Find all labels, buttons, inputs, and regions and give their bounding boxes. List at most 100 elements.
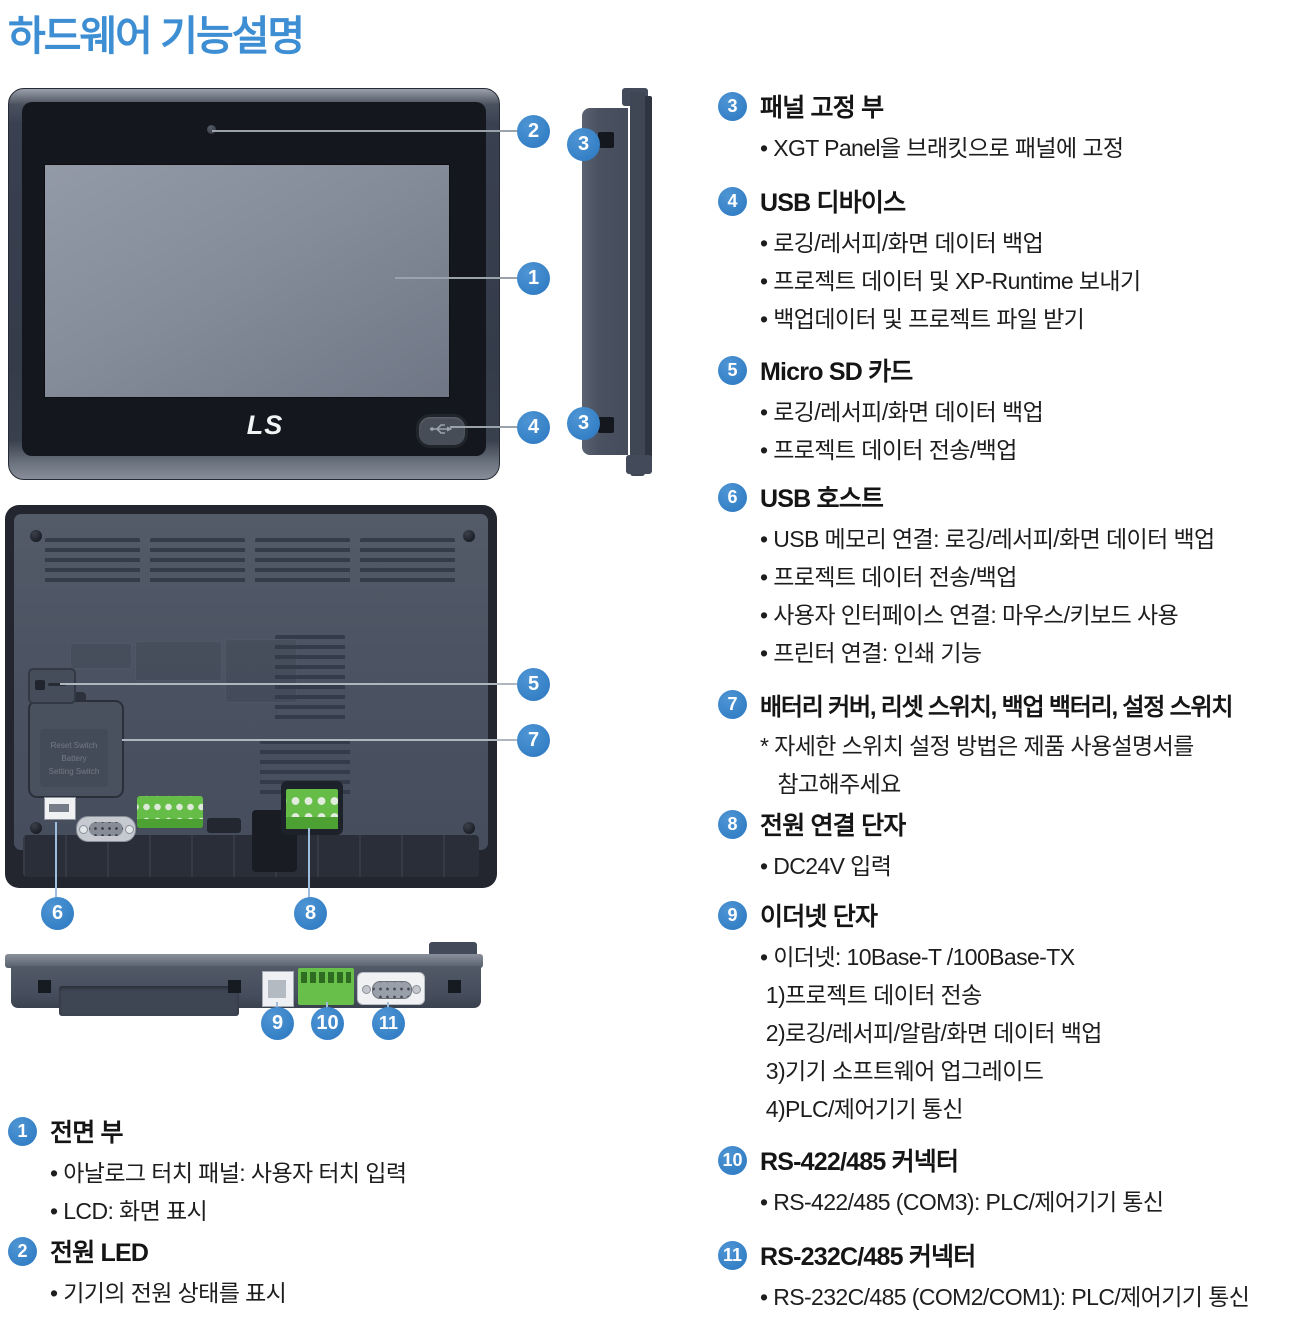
section-number-badge: 10 xyxy=(718,1145,747,1175)
section-item: • 프로젝트 데이터 및 XP-Runtime 보내기 xyxy=(760,268,1141,294)
section-item: 3)기기 소프트웨어 업그레이드 xyxy=(760,1058,1044,1084)
battery-cover-text: Battery xyxy=(61,753,87,763)
rs232c-db9-connector-bottom xyxy=(357,972,425,1005)
section-title: 전원 LED xyxy=(50,1239,149,1267)
section-item: • DC24V 입력 xyxy=(760,853,892,879)
leader-line-9 xyxy=(276,1002,278,1009)
section-item: • LCD: 화면 표시 xyxy=(50,1198,208,1224)
section-title: RS-232C/485 커넥터 xyxy=(760,1243,976,1271)
section-item: 1)프로젝트 데이터 전송 xyxy=(760,982,982,1008)
section-item: • 프린터 연결: 인쇄 기능 xyxy=(760,640,982,666)
section-item: * 자세한 스위치 설정 방법은 제품 사용설명서를 xyxy=(760,733,1194,759)
section-item: • 이더넷: 10Base-T /100Base-TX xyxy=(760,944,1075,970)
side-front-edge xyxy=(645,96,652,470)
section-number-badge: 3 xyxy=(718,91,747,121)
section-item: 참고해주세요 xyxy=(760,771,901,797)
section-usb-device: 4 USB 디바이스 • 로깅/레서피/화면 데이터 백업 • 프로젝트 데이터… xyxy=(718,183,1300,338)
callout-9: 9 xyxy=(261,1007,294,1040)
callout-4: 4 xyxy=(517,411,550,444)
section-number-badge: 6 xyxy=(718,482,747,512)
db9-screw xyxy=(362,985,371,994)
section-battery-cover: 7 배터리 커버, 리셋 스위치, 백업 백터리, 설정 스위치 * 자세한 스… xyxy=(718,687,1300,803)
side-bottom-tab xyxy=(626,455,652,474)
callout-3-top: 3 xyxy=(567,128,600,161)
section-item: • RS-232C/485 (COM2/COM1): PLC/제어기기 통신 xyxy=(760,1284,1250,1310)
com3-terminal-block xyxy=(137,796,203,828)
section-number-badge: 2 xyxy=(8,1236,37,1266)
vent-group xyxy=(360,538,455,588)
section-number-badge: 4 xyxy=(718,186,747,216)
ethernet-rj45-port xyxy=(262,971,294,1007)
section-power-led: 2 전원 LED • 기기의 전원 상태를 표시 xyxy=(8,1233,608,1312)
usb-device-cover xyxy=(416,414,468,448)
section-item: • XGT Panel을 브래킷으로 패널에 고정 xyxy=(760,135,1124,161)
leader-line-6 xyxy=(55,822,57,899)
section-micro-sd: 5 Micro SD 카드 • 로깅/레서피/화면 데이터 백업 • 프로젝트 … xyxy=(718,352,1300,469)
vent-group xyxy=(150,538,245,588)
callout-6: 6 xyxy=(41,897,74,930)
section-number-badge: 9 xyxy=(718,900,747,930)
callout-10: 10 xyxy=(311,1007,344,1040)
back-bottom-ledge xyxy=(23,835,479,877)
brand-logo: LS xyxy=(246,410,284,440)
section-item: • 사용자 인터페이스 연결: 마우스/키보드 사용 xyxy=(760,602,1179,628)
leader-line-1 xyxy=(395,277,517,279)
db9-pins xyxy=(372,981,412,999)
bottom-flange xyxy=(5,954,483,968)
section-item: • 프로젝트 데이터 전송/백업 xyxy=(760,564,1017,590)
aux-port xyxy=(207,818,241,833)
recessed-panel xyxy=(70,643,132,669)
section-rs232c: 11 RS-232C/485 커넥터 • RS-232C/485 (COM2/C… xyxy=(718,1237,1300,1316)
mount-hole xyxy=(448,980,461,993)
front-view-image: LS xyxy=(8,88,500,480)
usb-host-port xyxy=(44,797,76,820)
section-item: • 프로젝트 데이터 전송/백업 xyxy=(760,437,1017,463)
db9-screw xyxy=(79,825,88,834)
screw xyxy=(463,530,475,542)
side-body xyxy=(582,108,628,455)
leader-line-8 xyxy=(308,828,310,899)
section-item: • 로깅/레서피/화면 데이터 백업 xyxy=(760,230,1044,256)
callout-7: 7 xyxy=(517,724,550,757)
db9-screw xyxy=(125,825,134,834)
back-body xyxy=(14,514,488,850)
battery-cover-text: Setting Switch xyxy=(48,766,100,776)
section-item: • 백업데이터 및 프로젝트 파일 받기 xyxy=(760,306,1085,332)
section-title: 전원 연결 단자 xyxy=(760,812,906,840)
screw xyxy=(30,822,42,834)
front-lcd-screen xyxy=(44,164,450,398)
callout-3-bottom: 3 xyxy=(567,407,600,440)
section-title: 배터리 커버, 리셋 스위치, 백업 백터리, 설정 스위치 xyxy=(760,694,1233,721)
callout-11: 11 xyxy=(372,1007,405,1040)
leader-line-4 xyxy=(450,426,517,428)
mount-hole xyxy=(228,980,241,993)
section-title: RS-422/485 커넥터 xyxy=(760,1148,959,1176)
vent-group xyxy=(45,538,140,588)
usb-icon xyxy=(429,422,455,440)
section-ethernet: 9 이더넷 단자 • 이더넷: 10Base-T /100Base-TX 1)프… xyxy=(718,897,1300,1128)
section-title: USB 호스트 xyxy=(760,485,884,513)
bottom-recess xyxy=(59,986,239,1016)
bracket-slot-top xyxy=(598,132,614,148)
power-led xyxy=(207,125,216,134)
mount-hole xyxy=(38,980,51,993)
callout-2: 2 xyxy=(517,115,550,148)
section-item: • 로깅/레서피/화면 데이터 백업 xyxy=(760,399,1044,425)
battery-cover-label-area: Reset Switch Battery Setting Switch xyxy=(40,729,108,787)
power-terminal-housing xyxy=(281,781,343,835)
vent-group-right xyxy=(275,635,345,721)
rs422-terminal-block xyxy=(298,968,354,1005)
screw xyxy=(30,530,42,542)
battery-cover-text: Reset Switch xyxy=(50,740,98,750)
section-number-badge: 8 xyxy=(718,809,747,839)
vent-group xyxy=(255,538,350,588)
db9-screw xyxy=(412,985,421,994)
section-power-terminal: 8 전원 연결 단자 • DC24V 입력 xyxy=(718,806,1300,885)
back-view-image: Reset Switch Battery Setting Switch xyxy=(5,505,497,888)
section-usb-host: 6 USB 호스트 • USB 메모리 연결: 로깅/레서피/화면 데이터 백업… xyxy=(718,479,1300,672)
section-item: 4)PLC/제어기기 통신 xyxy=(760,1096,964,1122)
leader-line-11 xyxy=(387,1002,389,1009)
recessed-panel xyxy=(135,641,222,681)
section-number-badge: 5 xyxy=(718,355,747,385)
section-title: Micro SD 카드 xyxy=(760,358,913,386)
